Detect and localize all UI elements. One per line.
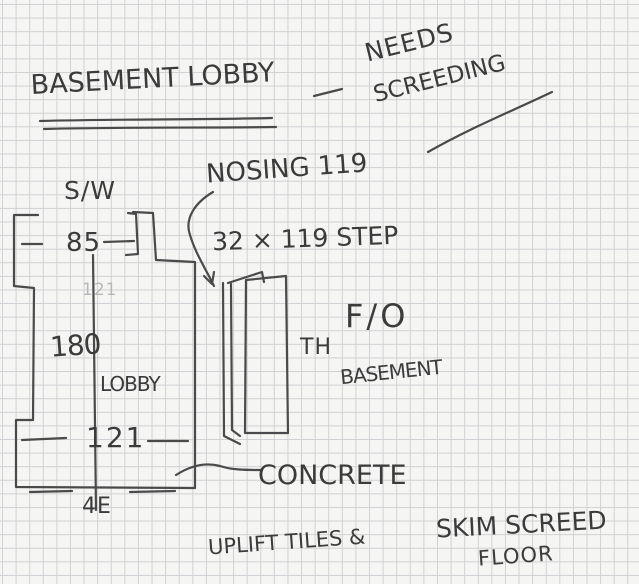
fo-label: F/O [345,297,409,335]
concrete-label: CONCRETE [258,460,407,491]
title-underline-1 [38,116,274,123]
dim-4e-line-left [28,489,74,494]
step-right [243,274,290,435]
dim-121-faint: 121 [82,280,118,300]
center-dim-line [91,253,98,512]
dim-4e-line-right [128,489,177,494]
title-dash [312,87,344,98]
lobby-label: LOBBY [100,372,161,396]
th-label: TH [300,335,332,360]
diagonal-stroke [426,90,554,154]
title-underline-2 [42,125,278,131]
dim-85: 85 [66,228,102,258]
step-outer [221,281,242,446]
dim-121-line-left [20,436,68,442]
dim-121: 121 [86,421,146,454]
dim-180: 180 [48,327,102,364]
lobby-outline [12,210,197,490]
sw-label: S/W [64,176,117,205]
dim-85-line-right [102,239,136,244]
floor-label: FLOOR [477,541,555,571]
step-label: 32 × 119 STEP [211,220,399,257]
dim-85-bracket [124,211,140,257]
step-left-inner [211,282,216,288]
concrete-leader [174,463,264,477]
nosing-arrow [187,190,215,284]
dim-4e: 4E [82,494,112,519]
